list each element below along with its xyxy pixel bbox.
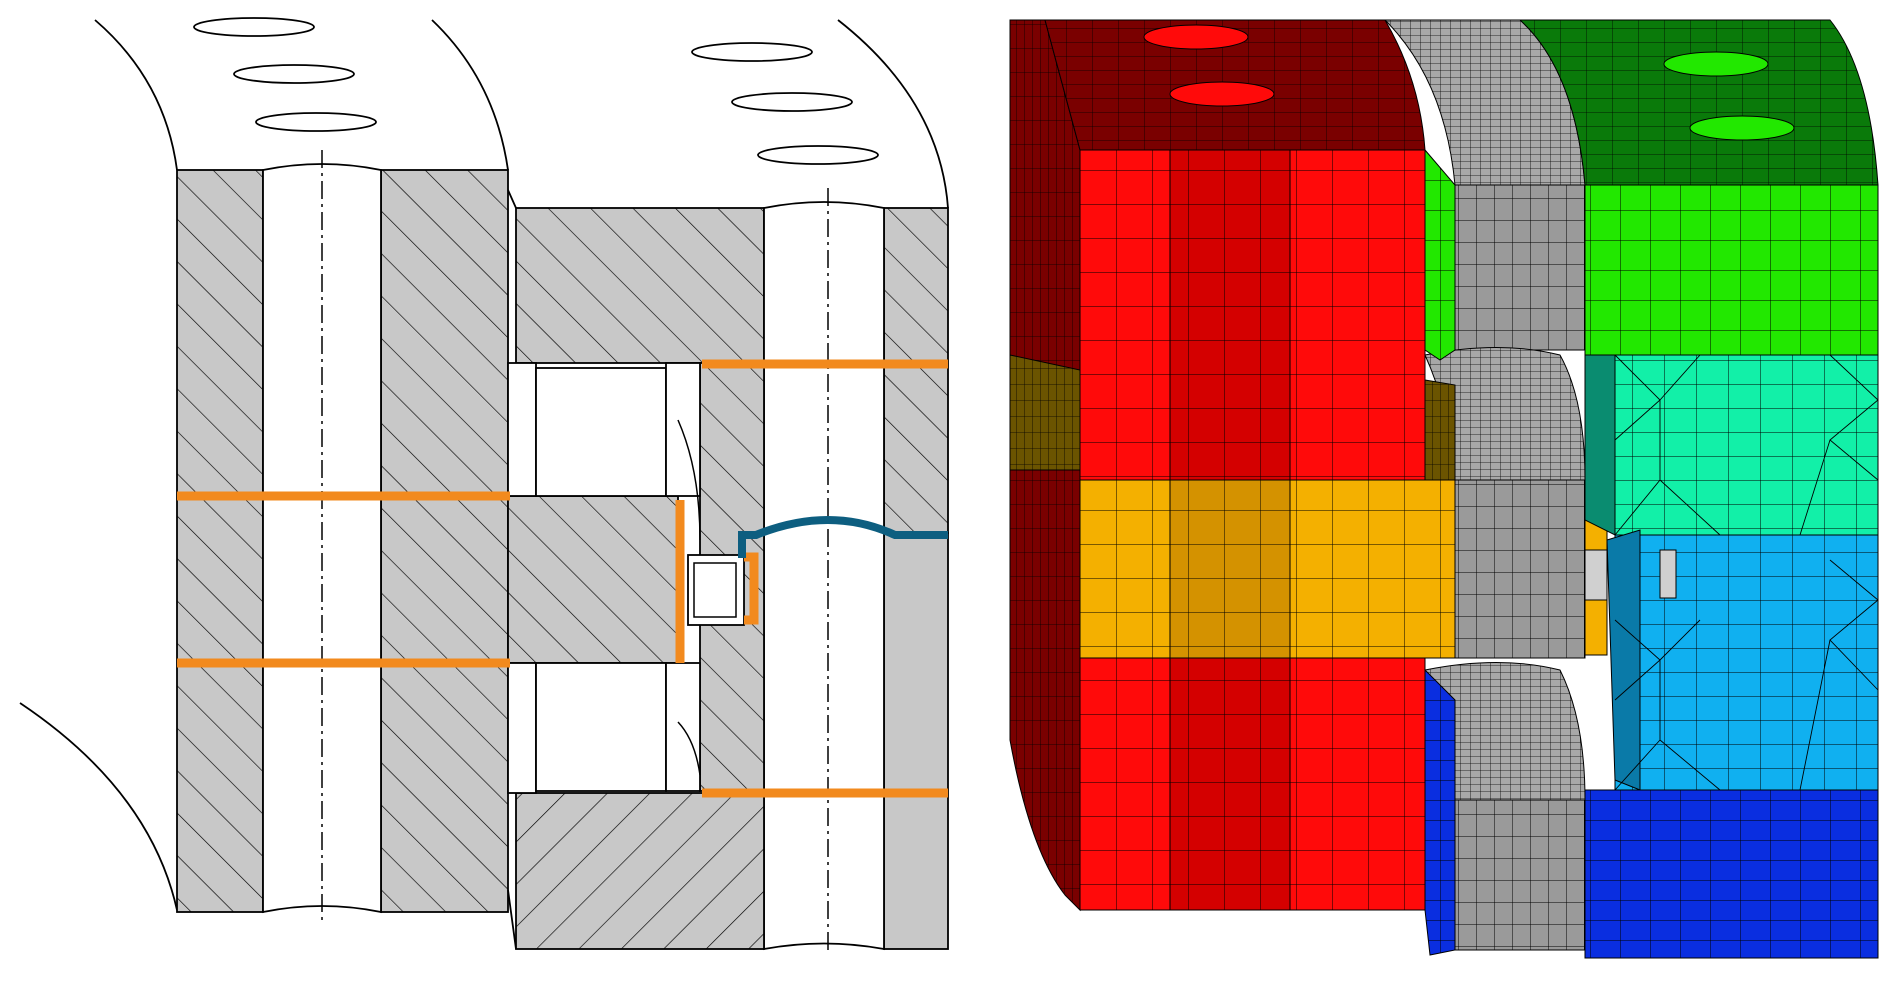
right-tube-outline: [837, 19, 949, 209]
sensor-element: [693, 562, 737, 618]
right-block-top-a: [515, 207, 765, 364]
hole-ellipse: [757, 145, 879, 165]
mesh-gray-lower: [1454, 799, 1586, 951]
mesh-red-lower-shade: [1169, 657, 1291, 911]
mesh-gray-mid: [1454, 479, 1586, 659]
mesh-green-strip: [1424, 148, 1456, 361]
lower-gap: [507, 662, 537, 794]
block-step: [507, 189, 517, 950]
mesh-hole: [1169, 81, 1275, 107]
upper-gap: [507, 362, 537, 497]
spacer-curve-lower: [677, 721, 701, 776]
fe-mesh-panel: [1009, 19, 1879, 959]
mesh-hole: [1689, 115, 1795, 141]
mesh-blue-block: [1584, 789, 1879, 959]
right-channel: [763, 201, 885, 951]
mesh-teal-block: [1614, 354, 1879, 536]
orange-cut-lines: [177, 359, 948, 798]
right-block-top-b: [883, 207, 949, 534]
bottom-hatched: [515, 792, 765, 950]
left-tube-outline: [94, 19, 509, 171]
left-block-wall-a: [176, 169, 264, 913]
mesh-light-blue-block: [1614, 534, 1879, 791]
hole-ellipse: [255, 112, 377, 132]
upper-cavity: [535, 367, 667, 497]
mesh-hole: [1663, 51, 1769, 77]
cut-bracket: [744, 552, 759, 625]
mesh-hole: [1143, 24, 1249, 50]
mesh-side-olive: [1009, 354, 1081, 471]
blue-cable-curve: [738, 516, 948, 558]
mesh-sensor-small: [1659, 549, 1677, 599]
hole-ellipse: [731, 92, 853, 112]
mesh-orange-band-shade: [1169, 479, 1291, 659]
mesh-gray-upper: [1454, 184, 1586, 351]
bottom-left-curve: [19, 702, 178, 911]
left-block-wall-b: [380, 169, 509, 913]
hole-ellipse: [691, 42, 813, 62]
mesh-red-upper-shade: [1169, 149, 1291, 481]
mesh-blue-strip: [1424, 668, 1456, 956]
hole-ellipses: [193, 17, 879, 165]
hole-ellipse: [193, 17, 315, 37]
spacer-curve-upper: [677, 419, 701, 541]
cross-section-panel: [19, 17, 949, 955]
mesh-teal-shadow: [1584, 354, 1616, 536]
mesh-olive-strip: [1424, 379, 1456, 481]
mesh-sensor-gray: [1584, 549, 1608, 601]
mesh-triangles: [1614, 354, 1879, 791]
right-block-lower-b: [883, 532, 949, 950]
hole-ellipse: [233, 64, 355, 84]
mesh-green-block: [1584, 184, 1879, 356]
mesh-light-blue-shadow: [1606, 529, 1641, 791]
lower-cavity: [535, 662, 667, 792]
insert-hatched-mid: [507, 495, 679, 664]
